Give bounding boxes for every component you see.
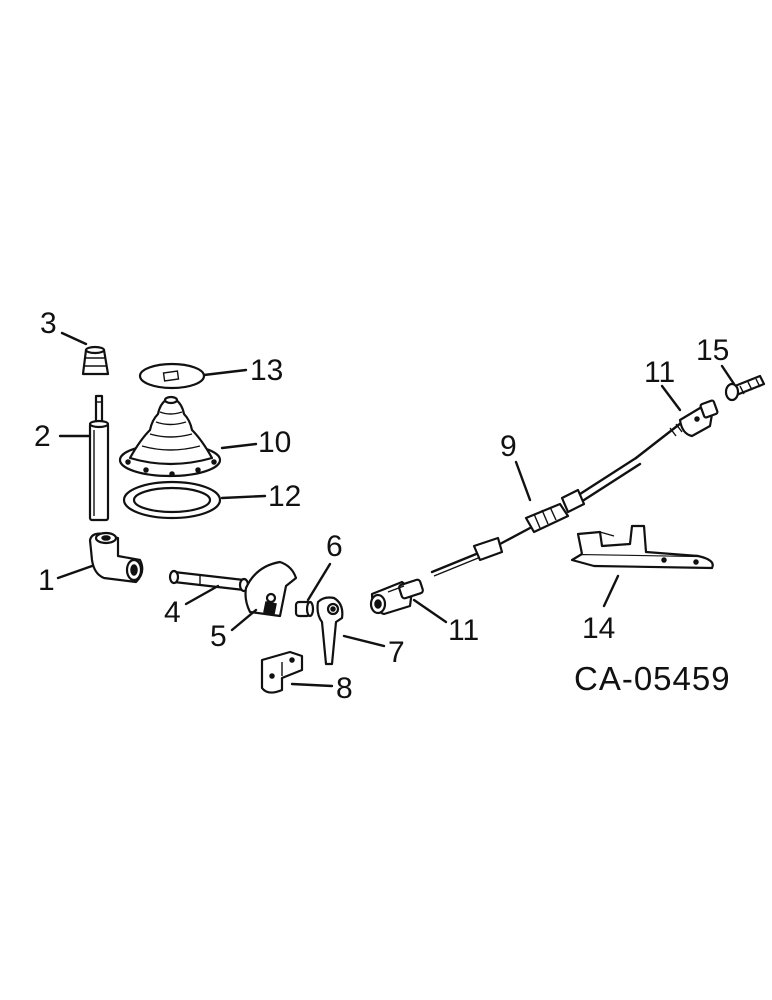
- part-10-boot: [118, 395, 222, 478]
- part-9-cable: [430, 414, 692, 577]
- part-4-pin-shaft: [168, 569, 250, 593]
- callout-2: 2: [34, 420, 51, 453]
- part-12-gasket-ring: [122, 480, 222, 520]
- callout-5: 5: [210, 620, 227, 653]
- callout-13: 13: [250, 354, 283, 387]
- callout-12: 12: [268, 480, 301, 513]
- part-3-knob: [81, 345, 110, 376]
- callout-6: 6: [326, 530, 343, 563]
- part-14-mounting-bracket: [570, 524, 714, 570]
- part-6-bushing: [294, 600, 315, 618]
- part-5-quadrant: [244, 560, 298, 618]
- leader-lines: [56, 331, 736, 688]
- part-11-clevis-upper: [678, 399, 719, 438]
- callout-8: 8: [336, 672, 353, 705]
- callout-10: 10: [258, 426, 291, 459]
- callout-14: 14: [582, 612, 615, 645]
- part-1-elbow-socket: [88, 531, 144, 584]
- callout-7: 7: [388, 636, 405, 669]
- callout-15: 15: [696, 334, 729, 367]
- part-7-lever-arm: [316, 596, 344, 666]
- callout-9: 9: [500, 430, 517, 463]
- callout-1: 1: [38, 564, 55, 597]
- part-13-plate: [138, 362, 206, 390]
- part-15-bolt: [724, 374, 766, 402]
- part-2-lever-rod: [88, 394, 110, 522]
- part-11-clevis-lower: [369, 578, 424, 616]
- callout-3: 3: [40, 307, 57, 340]
- callout-11-upper: 11: [644, 356, 675, 389]
- diagram-code: CA-05459: [574, 660, 731, 697]
- callout-4: 4: [164, 596, 181, 629]
- callout-11-lower: 11: [448, 614, 479, 647]
- part-8-bracket: [260, 650, 304, 694]
